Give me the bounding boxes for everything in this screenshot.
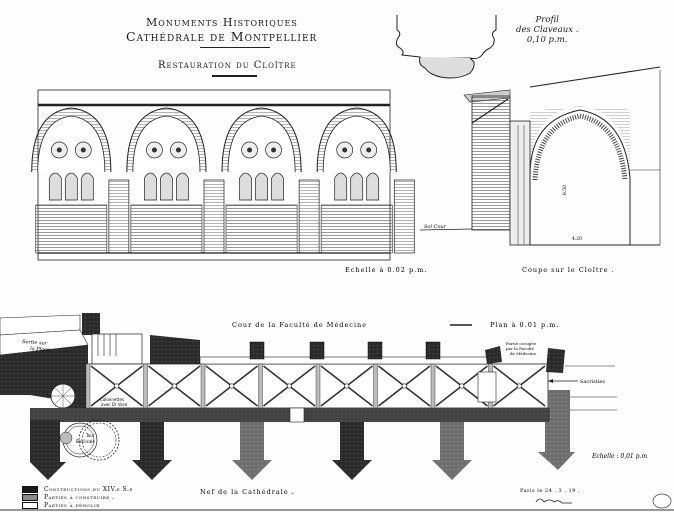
- moulding-profile: [395, 15, 497, 79]
- lancet-window: [80, 172, 94, 201]
- section-height-dimension: 6.50: [562, 185, 568, 195]
- legend-swatch: [22, 494, 38, 501]
- lancet-window: [334, 172, 348, 201]
- nave-buttress: [332, 420, 372, 480]
- wall-panel: [35, 204, 108, 254]
- lancet-window: [271, 172, 284, 201]
- elevation-bay: [126, 107, 207, 254]
- lancet-window: [366, 172, 380, 201]
- plan-arrow-label: Sacristies: [580, 379, 605, 385]
- courtyard-pier: [367, 341, 383, 360]
- profile-note-line2: des Claveaux .: [516, 25, 579, 35]
- plan-vault-bay: [85, 363, 143, 409]
- plan-vault-bay: [258, 363, 316, 409]
- buttress: [393, 179, 415, 254]
- header-line-1: Monuments Historiques: [146, 16, 298, 29]
- keystone: [171, 383, 177, 389]
- wall-panel: [225, 204, 298, 254]
- plan-vault-bay: [315, 363, 373, 409]
- keystone: [401, 383, 407, 389]
- courtyard-pier: [309, 341, 325, 360]
- legend-swatch: [22, 486, 38, 493]
- subtitle-rule: [212, 75, 257, 77]
- section-width-dimension: 4.20: [572, 236, 582, 242]
- tower-label-1: Tour: [85, 433, 95, 438]
- transverse-rib: [258, 363, 263, 409]
- lancet-window: [64, 172, 78, 201]
- nave-buttress: [132, 420, 172, 480]
- plan-right-note-2: par la Faculté: [506, 346, 535, 351]
- header-line-2: Cathédrale de Montpellier: [126, 29, 318, 44]
- lancet-window: [48, 172, 62, 201]
- plan-right-note-1: Partie occupée: [506, 341, 537, 346]
- elevation-bay: [316, 107, 397, 254]
- signature: [535, 498, 572, 504]
- plan-bottom-label: Nef de la Cathédrale .: [200, 488, 295, 496]
- plan-scale-label: Plan à 0.01 p.m.: [490, 320, 560, 329]
- cloister-plan: [0, 313, 617, 480]
- place-date: Paris le 24 . 3 . 19 .: [520, 488, 580, 494]
- lancet-window: [144, 172, 157, 201]
- cloister-elevation: [31, 89, 415, 261]
- keystone: [459, 383, 465, 389]
- legend-label: Parties à démolir: [44, 502, 100, 509]
- plan-second-scale: Echelle : 0,01 p.m: [591, 453, 647, 460]
- legend-swatch: [22, 502, 38, 509]
- elevation-bay: [31, 107, 112, 254]
- keystone: [516, 383, 522, 389]
- legend-item: Parties à démolir: [22, 502, 100, 509]
- wall-panel: [130, 204, 203, 254]
- courtyard-pier: [249, 341, 265, 360]
- section-ground-label: Sol Cour: [424, 224, 447, 230]
- nave-buttress: [432, 420, 472, 480]
- header-rule: [200, 47, 270, 48]
- gallery-label-2: avec Dr Vase: [101, 402, 128, 407]
- profile-note: Profil des Claveaux . 0,10 p.m.: [516, 15, 578, 45]
- lancet-window: [255, 172, 268, 201]
- legend-item: Parties à construire .: [22, 494, 114, 501]
- tower-label-2: Basilicale: [76, 439, 95, 444]
- plan-vault-bay: [143, 363, 201, 409]
- lancet-window: [176, 172, 189, 201]
- section-caption: Coupe sur le Cloître .: [522, 266, 615, 274]
- keystone: [114, 383, 120, 389]
- buttress: [203, 179, 225, 254]
- transverse-rib: [143, 363, 148, 409]
- lancet-window: [239, 172, 252, 201]
- plan-right-note-3: de Médecine .: [510, 351, 539, 356]
- wall-panel: [320, 204, 393, 254]
- buttress: [298, 179, 320, 254]
- plan-vault-bay: [373, 363, 431, 409]
- profile-baseline: [529, 66, 661, 88]
- elevation-bay: [221, 107, 302, 254]
- plan-left-note-2: la Place.: [30, 346, 52, 354]
- transverse-rib: [373, 363, 378, 409]
- keystone: [286, 383, 292, 389]
- legend-label: Constructions du XIV.e S.e: [44, 486, 133, 493]
- legend-label: Parties à construire .: [44, 494, 115, 501]
- transverse-rib: [430, 363, 436, 409]
- nave-buttress: [232, 420, 272, 480]
- gallery-label-1: Colonnettes: [100, 397, 124, 402]
- cloister-section: [419, 70, 661, 246]
- buttress: [108, 179, 130, 254]
- profile-note-line3: 0,10 p.m.: [526, 35, 568, 45]
- legend-item: Constructions du XIV.e S.e: [22, 486, 133, 493]
- profile-note-line1: Profil: [535, 15, 559, 25]
- transverse-rib: [315, 363, 321, 409]
- courtyard-pier: [425, 341, 441, 360]
- archive-stamp: [652, 493, 672, 509]
- keystone: [229, 383, 235, 389]
- plan-left-note-1: Sortie sur: [22, 339, 48, 347]
- transverse-rib: [85, 363, 91, 409]
- drawing-subtitle: Restauration du Cloître: [158, 60, 297, 71]
- plan-top-label: Cour de la Faculté de Médecine: [232, 321, 367, 329]
- transverse-rib: [200, 363, 206, 409]
- lancet-window: [350, 172, 364, 201]
- keystone: [344, 383, 350, 389]
- lancet-window: [160, 172, 173, 201]
- elevation-scale-label: Echelle à 0.02 p.m.: [345, 265, 427, 274]
